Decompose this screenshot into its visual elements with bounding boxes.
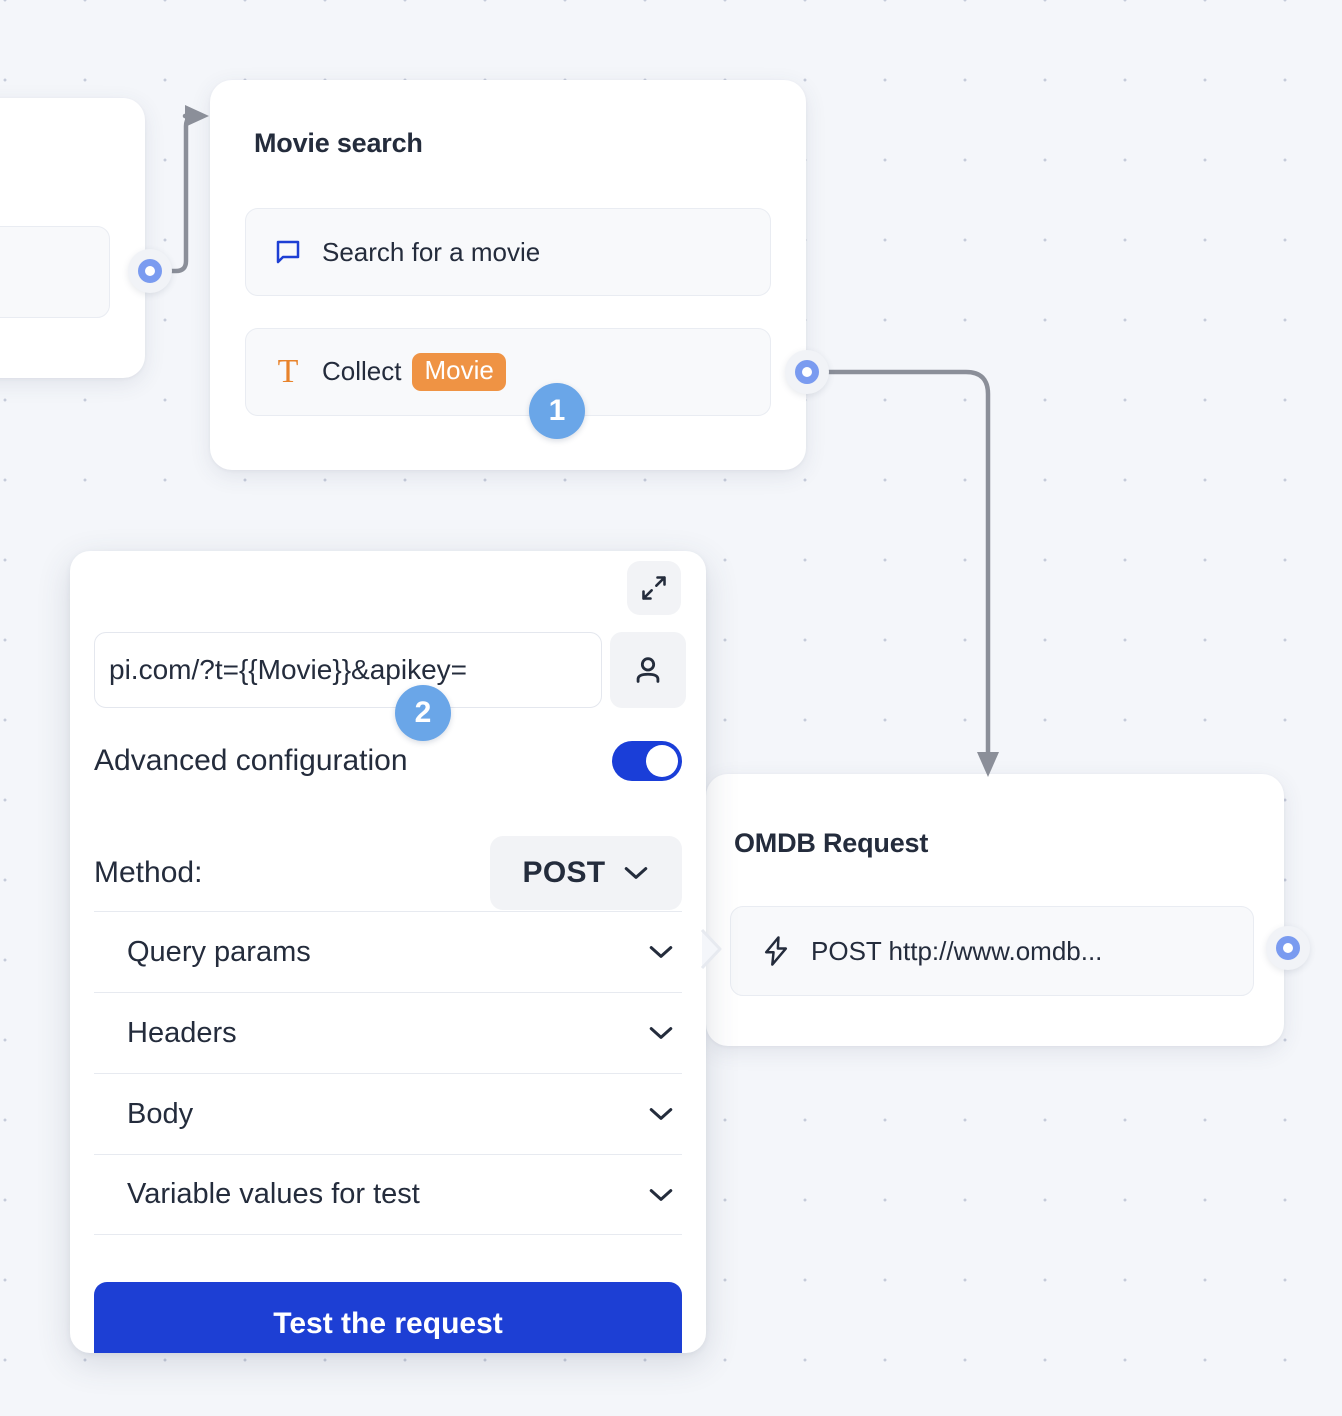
node-row-search-for-a-movie[interactable]: Search for a movie (245, 208, 771, 296)
person-icon (636, 657, 660, 683)
node-row-label: POST http://www.omdb... (811, 935, 1103, 966)
accordion-label: Variable values for test (127, 1178, 420, 1210)
request-configuration-panel[interactable]: Advanced configuration Method: POST Quer… (70, 551, 706, 1353)
chevron-down-icon (649, 1108, 673, 1120)
node-row-post-request[interactable]: POST http://www.omdb... (730, 906, 1254, 996)
step-badge-1: 1 (529, 383, 585, 439)
advanced-configuration-label: Advanced configuration (94, 744, 408, 777)
chevron-down-icon (649, 946, 673, 958)
chevron-down-icon (649, 1027, 673, 1039)
connector-port-omdb-output[interactable] (1266, 926, 1310, 970)
node-card-movie-search[interactable]: Movie search Search for a movie T Collec… (210, 80, 806, 470)
node-row-label: Search for a movie (322, 236, 541, 267)
node-title-movie-search: Movie search (254, 128, 423, 158)
method-select[interactable]: POST (490, 836, 682, 910)
chevron-down-icon (625, 867, 648, 879)
accordion-item-headers[interactable]: Headers (94, 992, 682, 1073)
text-type-icon: T (277, 353, 299, 390)
variable-tag-movie[interactable]: Movie (412, 353, 506, 391)
accordion-item-body[interactable]: Body (94, 1073, 682, 1154)
advanced-configuration-row: Advanced configuration (94, 741, 682, 781)
step-badge-2: 2 (395, 685, 451, 741)
accordion-item-variable-values-for-test[interactable]: Variable values for test (94, 1154, 682, 1235)
expand-diagonal-icon (642, 576, 666, 600)
node-row-label: Collect (322, 356, 402, 387)
node-title-omdb-request: OMDB Request (734, 828, 929, 858)
request-sections-accordion: Query params Headers Body Variable value… (94, 911, 682, 1235)
url-row (94, 632, 686, 708)
accordion-label: Query params (127, 935, 311, 968)
node-card-omdb-request[interactable]: OMDB Request POST http://www.omdb... (706, 774, 1284, 1046)
test-the-request-button[interactable]: Test the request (94, 1282, 682, 1353)
advanced-configuration-toggle[interactable] (612, 741, 682, 781)
chat-bubble-icon (276, 240, 300, 264)
lightning-bolt-icon (764, 936, 788, 966)
request-url-input[interactable] (94, 632, 602, 708)
accordion-item-query-params[interactable]: Query params (94, 911, 682, 992)
expand-button[interactable] (627, 561, 681, 615)
authentication-button[interactable] (610, 632, 686, 708)
node-card-partial[interactable] (0, 98, 145, 378)
connector-port-movie-search-output[interactable] (785, 350, 829, 394)
connector-port-partial-output[interactable] (128, 249, 172, 293)
panel-pointer-notch (700, 928, 722, 970)
node-row-collect-movie[interactable]: T Collect Movie (245, 328, 771, 416)
method-label: Method: (94, 856, 203, 889)
node-row-placeholder (0, 226, 110, 318)
accordion-label: Headers (127, 1016, 237, 1049)
method-row: Method: POST (94, 836, 682, 910)
chevron-down-icon (649, 1188, 673, 1201)
method-value: POST (522, 856, 606, 889)
accordion-label: Body (127, 1097, 194, 1130)
